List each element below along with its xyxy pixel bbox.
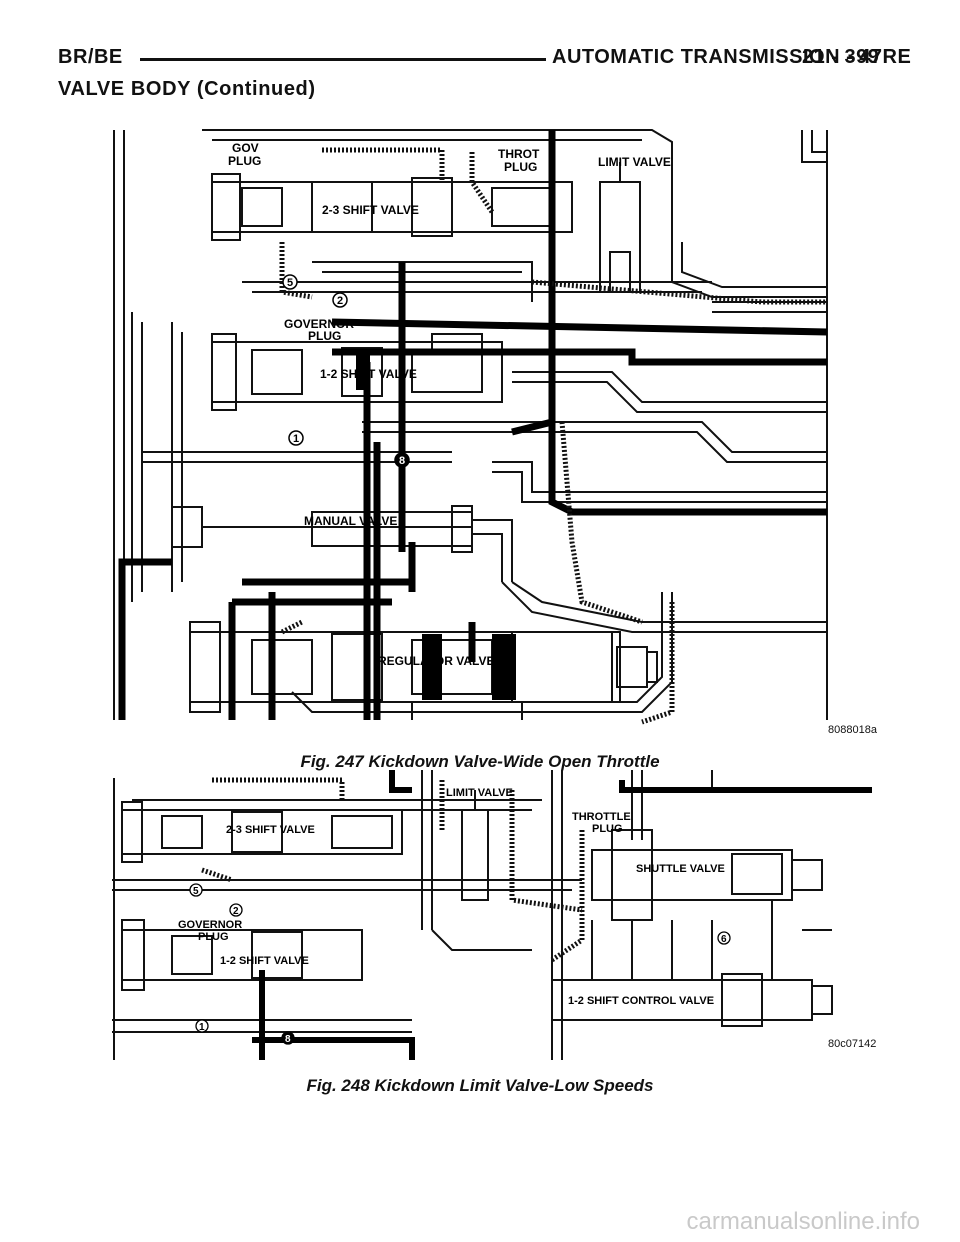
label-governor-plug-2: PLUG (308, 329, 341, 343)
label-throttle-plug-2: PLUG (592, 823, 623, 835)
figure-247-caption: Fig. 247 Kickdown Valve-Wide Open Thrott… (300, 752, 660, 771)
figure-247-diagram: GOV PLUG THROT PLUG LIMIT VALVE 2-3 SHIF… (112, 122, 877, 742)
label-1-2-shift-valve: 1-2 SHIFT VALVE (320, 367, 417, 381)
marker-8: 8 (399, 455, 405, 467)
label-governor-plug-1: GOVERNOR (284, 317, 354, 331)
site-watermark: carmanualsonline.info (686, 1208, 920, 1235)
hydraulic-schematic-1: GOV PLUG THROT PLUG LIMIT VALVE 2-3 SHIF… (113, 129, 828, 725)
header-rule (140, 58, 546, 61)
label-throt-plug-2: PLUG (504, 160, 537, 174)
marker-1b: 1 (199, 1022, 205, 1033)
figure-248-id: 80c07142 (828, 1038, 877, 1050)
header-chapter: AUTOMATIC TRANSMISSION - 47RE (552, 46, 912, 68)
label-2-3-shift-valve: 2-3 SHIFT VALVE (322, 203, 419, 217)
label-limit-valve: LIMIT VALVE (598, 155, 671, 169)
marker-5b: 5 (193, 886, 199, 897)
label-1-2-shift-valve-2: 1-2 SHIFT VALVE (220, 955, 309, 967)
label-1-2-shift-control-valve: 1-2 SHIFT CONTROL VALVE (568, 995, 714, 1007)
label-2-3-shift-valve-2: 2-3 SHIFT VALVE (226, 824, 315, 836)
label-shuttle-valve: SHUTTLE VALVE (636, 863, 725, 875)
label-limit-valve-2: LIMIT VALVE (446, 787, 513, 799)
figure-247-id: 8088018a (828, 724, 877, 736)
label-governor-plug-1b: GOVERNOR (178, 919, 242, 931)
marker-2b: 2 (233, 906, 239, 917)
header-model: BR/BE (58, 46, 123, 68)
label-gov-plug-2: PLUG (228, 154, 261, 168)
label-gov-plug-1: GOV (232, 141, 259, 155)
marker-1: 1 (293, 433, 299, 445)
label-throt-plug-1: THROT (498, 147, 540, 161)
marker-8b: 8 (285, 1034, 291, 1045)
figure-248-caption: Fig. 248 Kickdown Limit Valve-Low Speeds (306, 1076, 654, 1095)
page-header: BR/BE AUTOMATIC TRANSMISSION - 47RE 21 -… (58, 44, 911, 72)
marker-2: 2 (337, 295, 343, 307)
label-manual-valve: MANUAL VALVE (304, 514, 397, 528)
header-page-number: 21 - 399 (802, 46, 880, 68)
label-regulator-valve: REGULATOR VALVE (378, 654, 494, 668)
hydraulic-schematic-2: 2-3 SHIFT VALVE LIMIT VALVE THROTTLE PLU… (101, 770, 872, 1060)
marker-5: 5 (287, 277, 293, 289)
label-governor-plug-2b: PLUG (198, 931, 229, 943)
marker-6b: 6 (721, 934, 727, 945)
section-title: VALVE BODY (Continued) (58, 78, 316, 100)
label-throttle-plug-1: THROTTLE (572, 811, 631, 823)
figure-248-diagram: 2-3 SHIFT VALVE LIMIT VALVE THROTTLE PLU… (101, 770, 876, 1070)
